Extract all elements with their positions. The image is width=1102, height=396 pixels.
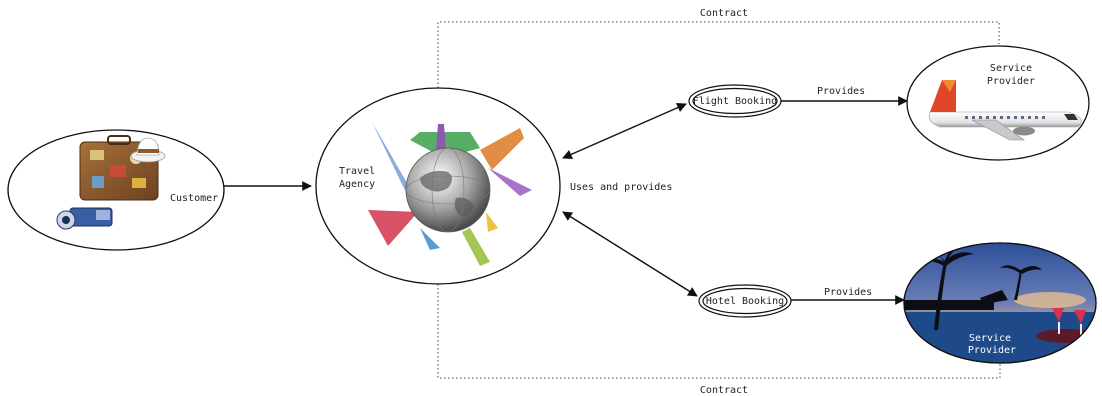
contract-top-line — [437, 21, 1000, 88]
contract-bottom-label: Contract — [700, 385, 748, 396]
airplane-icon — [928, 80, 1082, 141]
customer-label: Customer — [170, 193, 218, 204]
agency-flight-arrow — [562, 103, 687, 159]
provides-flight-label: Provides — [817, 86, 865, 97]
service-provider-flight-label-line2: Provider — [987, 76, 1035, 87]
globe-landmarks-icon — [368, 122, 532, 266]
provides-hotel-label: Provides — [824, 287, 872, 298]
agency-hotel-arrow — [562, 211, 698, 297]
hat-icon — [130, 137, 166, 163]
uses-and-provides-label: Uses and provides — [570, 182, 672, 193]
service-provider-hotel-node: Service Provider — [903, 242, 1097, 364]
service-provider-hotel-label-line2: Provider — [968, 345, 1016, 356]
flight-booking-label: Flight Booking — [693, 96, 777, 107]
service-provider-flight-label-line1: Service — [990, 63, 1032, 74]
flight-booking-node: Flight Booking — [688, 84, 782, 118]
travel-agency-label-line2: Agency — [339, 179, 375, 190]
service-provider-flight-node: Service Provider — [906, 45, 1090, 161]
customer-node: Customer — [7, 129, 225, 251]
hotel-booking-node: Hotel Booking — [698, 284, 792, 318]
travel-agency-node: Travel Agency — [315, 87, 561, 285]
service-provider-hotel-label-line1: Service — [969, 333, 1011, 344]
travel-agency-label-line1: Travel — [339, 166, 375, 177]
camcorder-icon — [56, 207, 113, 230]
contract-top-label: Contract — [700, 8, 748, 19]
hotel-booking-label: Hotel Booking — [706, 296, 784, 307]
